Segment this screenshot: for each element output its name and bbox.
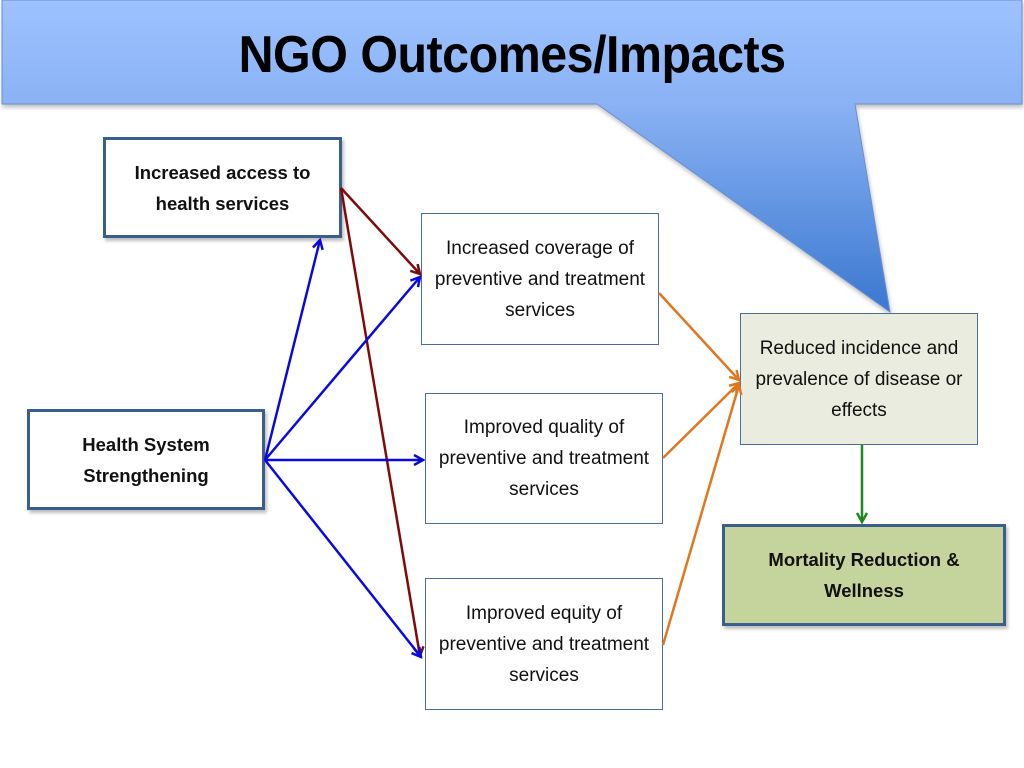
node-label: Improved equity of preventive and treatm… xyxy=(438,602,650,686)
node-label: Increased coverage of preventive and tre… xyxy=(434,237,646,321)
node-health-system-strengthening: Health System Strengthening xyxy=(27,409,265,510)
slide-title: NGO Outcomes/Impacts xyxy=(0,20,1024,90)
node-label: Improved quality of preventive and treat… xyxy=(438,417,650,500)
node-mortality-reduction: Mortality Reduction & Wellness xyxy=(722,524,1006,626)
node-increased-access: Increased access to health services xyxy=(103,137,342,238)
node-reduced-incidence: Reduced incidence and prevalence of dise… xyxy=(740,313,978,445)
node-label: Reduced incidence and prevalence of dise… xyxy=(755,337,963,421)
node-increased-coverage: Increased coverage of preventive and tre… xyxy=(421,213,659,345)
node-label: Mortality Reduction & Wellness xyxy=(768,549,960,601)
callout-shape xyxy=(1,0,1023,314)
node-label: Increased access to health services xyxy=(134,161,311,214)
node-improved-quality: Improved quality of preventive and treat… xyxy=(425,393,663,524)
slide-title-text: NGO Outcomes/Impacts xyxy=(238,26,786,84)
node-improved-equity: Improved equity of preventive and treatm… xyxy=(425,578,663,710)
node-label: Health System Strengthening xyxy=(82,433,210,486)
